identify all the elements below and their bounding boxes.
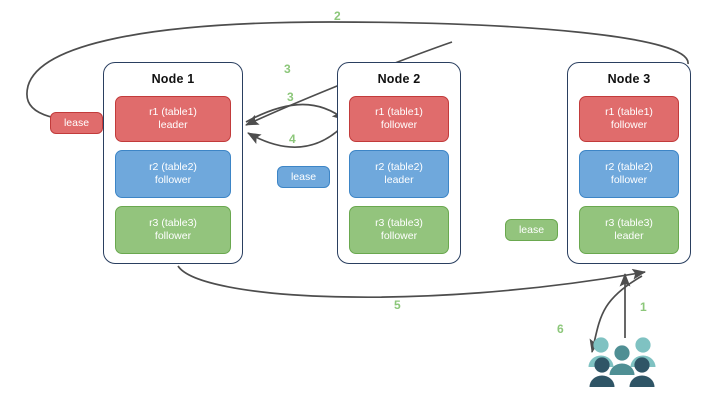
replica-role: follower (154, 174, 192, 186)
node-title: Node 1 (151, 72, 195, 86)
replica-name: r3 (table3) (375, 217, 423, 229)
replica-r1[interactable]: r1 (table1) follower (349, 96, 449, 142)
step-label-6: 6 (557, 322, 564, 336)
node-card-1[interactable]: Node 1 r1 (table1) leader r2 (table2) fo… (103, 62, 243, 264)
arrow-4 (247, 123, 346, 148)
step-label-3-lower: 3 (287, 90, 294, 104)
replica-name: r2 (table2) (375, 161, 423, 173)
replica-role: follower (380, 230, 418, 242)
node-card-2[interactable]: Node 2 r1 (table1) follower r2 (table2) … (337, 62, 461, 264)
step-label-1: 1 (640, 300, 647, 314)
replica-r3[interactable]: r3 (table3) leader (579, 206, 679, 254)
replica-r3[interactable]: r3 (table3) follower (115, 206, 231, 254)
replica-role: leader (384, 174, 414, 186)
replica-name: r3 (table3) (605, 217, 653, 229)
lease-chip-r1[interactable]: lease (50, 112, 103, 134)
replica-name: r1 (table1) (605, 106, 653, 118)
replica-role: leader (158, 119, 188, 131)
node-card-3[interactable]: Node 3 r1 (table1) follower r2 (table2) … (567, 62, 691, 264)
lease-chip-r3[interactable]: lease (505, 219, 558, 241)
replica-name: r2 (table2) (149, 161, 197, 173)
arrow-5 (177, 265, 647, 298)
replica-name: r1 (table1) (149, 106, 197, 118)
replica-r2[interactable]: r2 (table2) follower (579, 150, 679, 198)
replica-r2[interactable]: r2 (table2) leader (349, 150, 449, 198)
lease-chip-r2[interactable]: lease (277, 166, 330, 188)
node-title: Node 2 (377, 72, 421, 86)
replica-r3[interactable]: r3 (table3) follower (349, 206, 449, 254)
step-label-4: 4 (289, 132, 296, 146)
replica-role: follower (610, 174, 648, 186)
arrow-3-lower (245, 103, 346, 123)
users-icon (588, 337, 656, 387)
replica-role: follower (154, 230, 192, 242)
step-label-2: 2 (334, 9, 341, 23)
replica-name: r1 (table1) (375, 106, 423, 118)
replica-r2[interactable]: r2 (table2) follower (115, 150, 231, 198)
replica-role: follower (610, 119, 648, 131)
replica-role: follower (380, 119, 418, 131)
step-label-3-upper: 3 (284, 62, 291, 76)
replica-r1[interactable]: r1 (table1) leader (115, 96, 231, 142)
replica-name: r2 (table2) (605, 161, 653, 173)
replica-name: r3 (table3) (149, 217, 197, 229)
node-title: Node 3 (607, 72, 651, 86)
replica-role: leader (614, 230, 644, 242)
replica-r1[interactable]: r1 (table1) follower (579, 96, 679, 142)
step-label-5: 5 (394, 298, 401, 312)
